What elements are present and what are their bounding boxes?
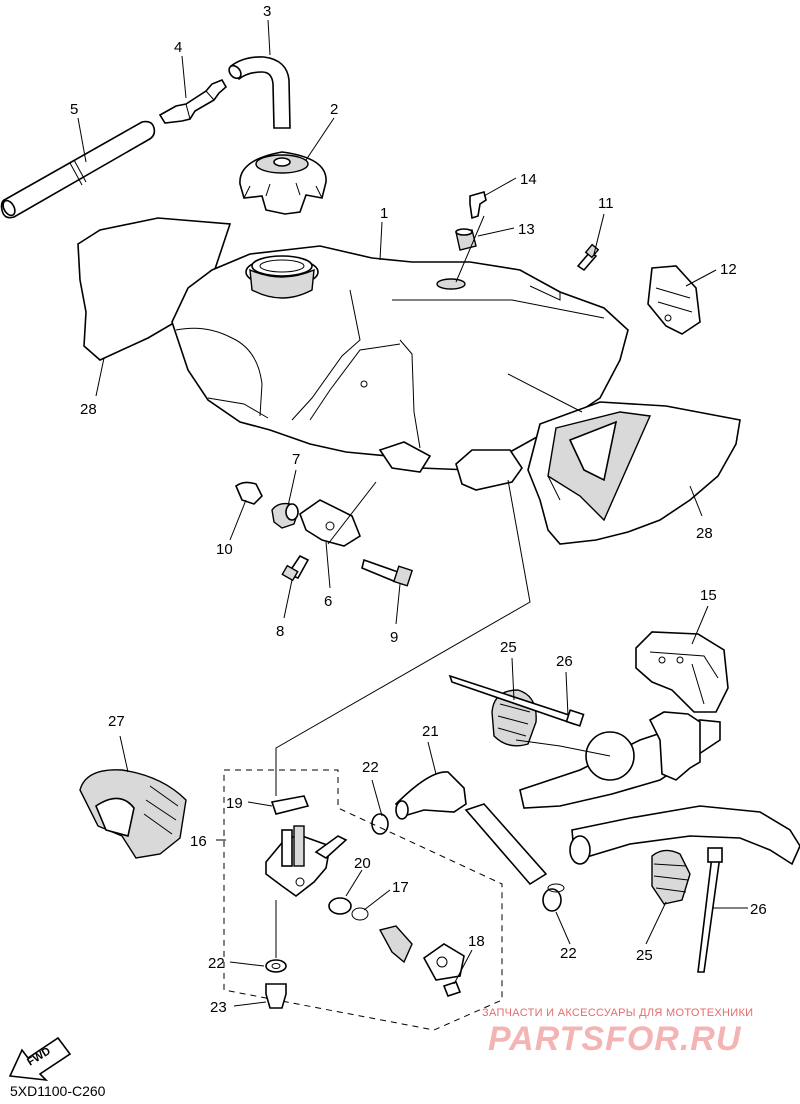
callout-11: 11	[598, 195, 614, 212]
callout-18: 18	[468, 933, 485, 950]
callout-7: 7	[292, 451, 300, 468]
callout-28-right: 28	[696, 525, 713, 542]
callout-25-lower: 25	[636, 947, 653, 964]
callout-27: 27	[108, 713, 125, 730]
part-21-hose	[394, 771, 548, 886]
callout-14: 14	[520, 171, 537, 188]
part-13-collar	[455, 228, 477, 251]
leader-lines	[77, 19, 748, 1007]
callout-2: 2	[330, 101, 338, 118]
part-5-hose	[0, 120, 156, 219]
part-25-grommet-lower	[651, 849, 691, 905]
part-2-fuel-cap	[239, 151, 327, 215]
callout-23: 22	[208, 955, 225, 972]
part-4-fitting	[158, 78, 228, 124]
part-27-guard	[79, 769, 187, 859]
part-22-clamp-lower	[542, 883, 565, 912]
callout-9: 9	[390, 629, 398, 646]
part-19-filter	[270, 795, 310, 815]
frame-section	[519, 711, 800, 866]
callout-6: 6	[324, 593, 332, 610]
callout-21: 21	[422, 723, 439, 740]
callout-22-lower: 22	[560, 945, 577, 962]
part-14-bolt	[469, 191, 487, 220]
part-26-tie-lower	[697, 847, 723, 973]
part-10-bolt	[235, 481, 263, 505]
diagram-code: 5XD1100-C260	[10, 1083, 106, 1099]
part-20-oring	[328, 897, 352, 915]
callout-24: 23	[210, 999, 227, 1016]
fwd-arrow: FWD	[8, 1036, 72, 1082]
part-16-fuel-cock-group	[223, 769, 503, 1031]
callout-19: 19	[226, 795, 243, 812]
callout-28-left: 28	[80, 401, 97, 418]
part-28-shroud-right	[527, 401, 741, 545]
part-8-bolt	[281, 554, 310, 582]
part-15-cover	[635, 631, 729, 713]
callout-4: 4	[174, 39, 182, 56]
part-22-clamp-upper	[371, 813, 389, 835]
part-9-bolt	[361, 558, 414, 587]
callout-labels: 3 4 5 2 1 14 13 11 12 28 28 10 7 8 6 9 1…	[70, 3, 767, 1016]
callout-16: 16	[190, 833, 207, 850]
part-3-breather-hose	[228, 56, 291, 129]
part-7-damper	[271, 502, 299, 529]
part-26-tie-upper	[448, 674, 585, 727]
callout-25-upper: 25	[500, 639, 517, 656]
watermark-logo: PARTSFOR.RU	[488, 1020, 742, 1058]
part-1-fuel-tank	[171, 245, 629, 491]
callout-26-upper: 26	[556, 653, 573, 670]
callout-26-lower: 26	[750, 901, 767, 918]
part-17-gasket	[351, 907, 369, 921]
callout-13: 13	[518, 221, 535, 238]
callout-15: 15	[700, 587, 717, 604]
part-12-clip	[647, 265, 701, 335]
callout-8: 8	[276, 623, 284, 640]
callout-1: 1	[380, 205, 388, 222]
part-6-bracket	[299, 499, 361, 547]
callout-10: 10	[216, 541, 233, 558]
callout-5: 5	[70, 101, 78, 118]
callout-12: 12	[720, 261, 737, 278]
callout-17: 17	[392, 879, 409, 896]
watermark: ЗАПЧАСТИ И АКСЕССУАРЫ ДЛЯ МОТОТЕХНИКИ PA…	[482, 1007, 753, 1058]
callout-3: 3	[263, 3, 271, 20]
callout-20: 20	[354, 855, 371, 872]
watermark-tagline: ЗАПЧАСТИ И АКСЕССУАРЫ ДЛЯ МОТОТЕХНИКИ	[482, 1007, 753, 1019]
part-28-shroud-left	[77, 217, 232, 361]
callout-22-upper: 22	[362, 759, 379, 776]
